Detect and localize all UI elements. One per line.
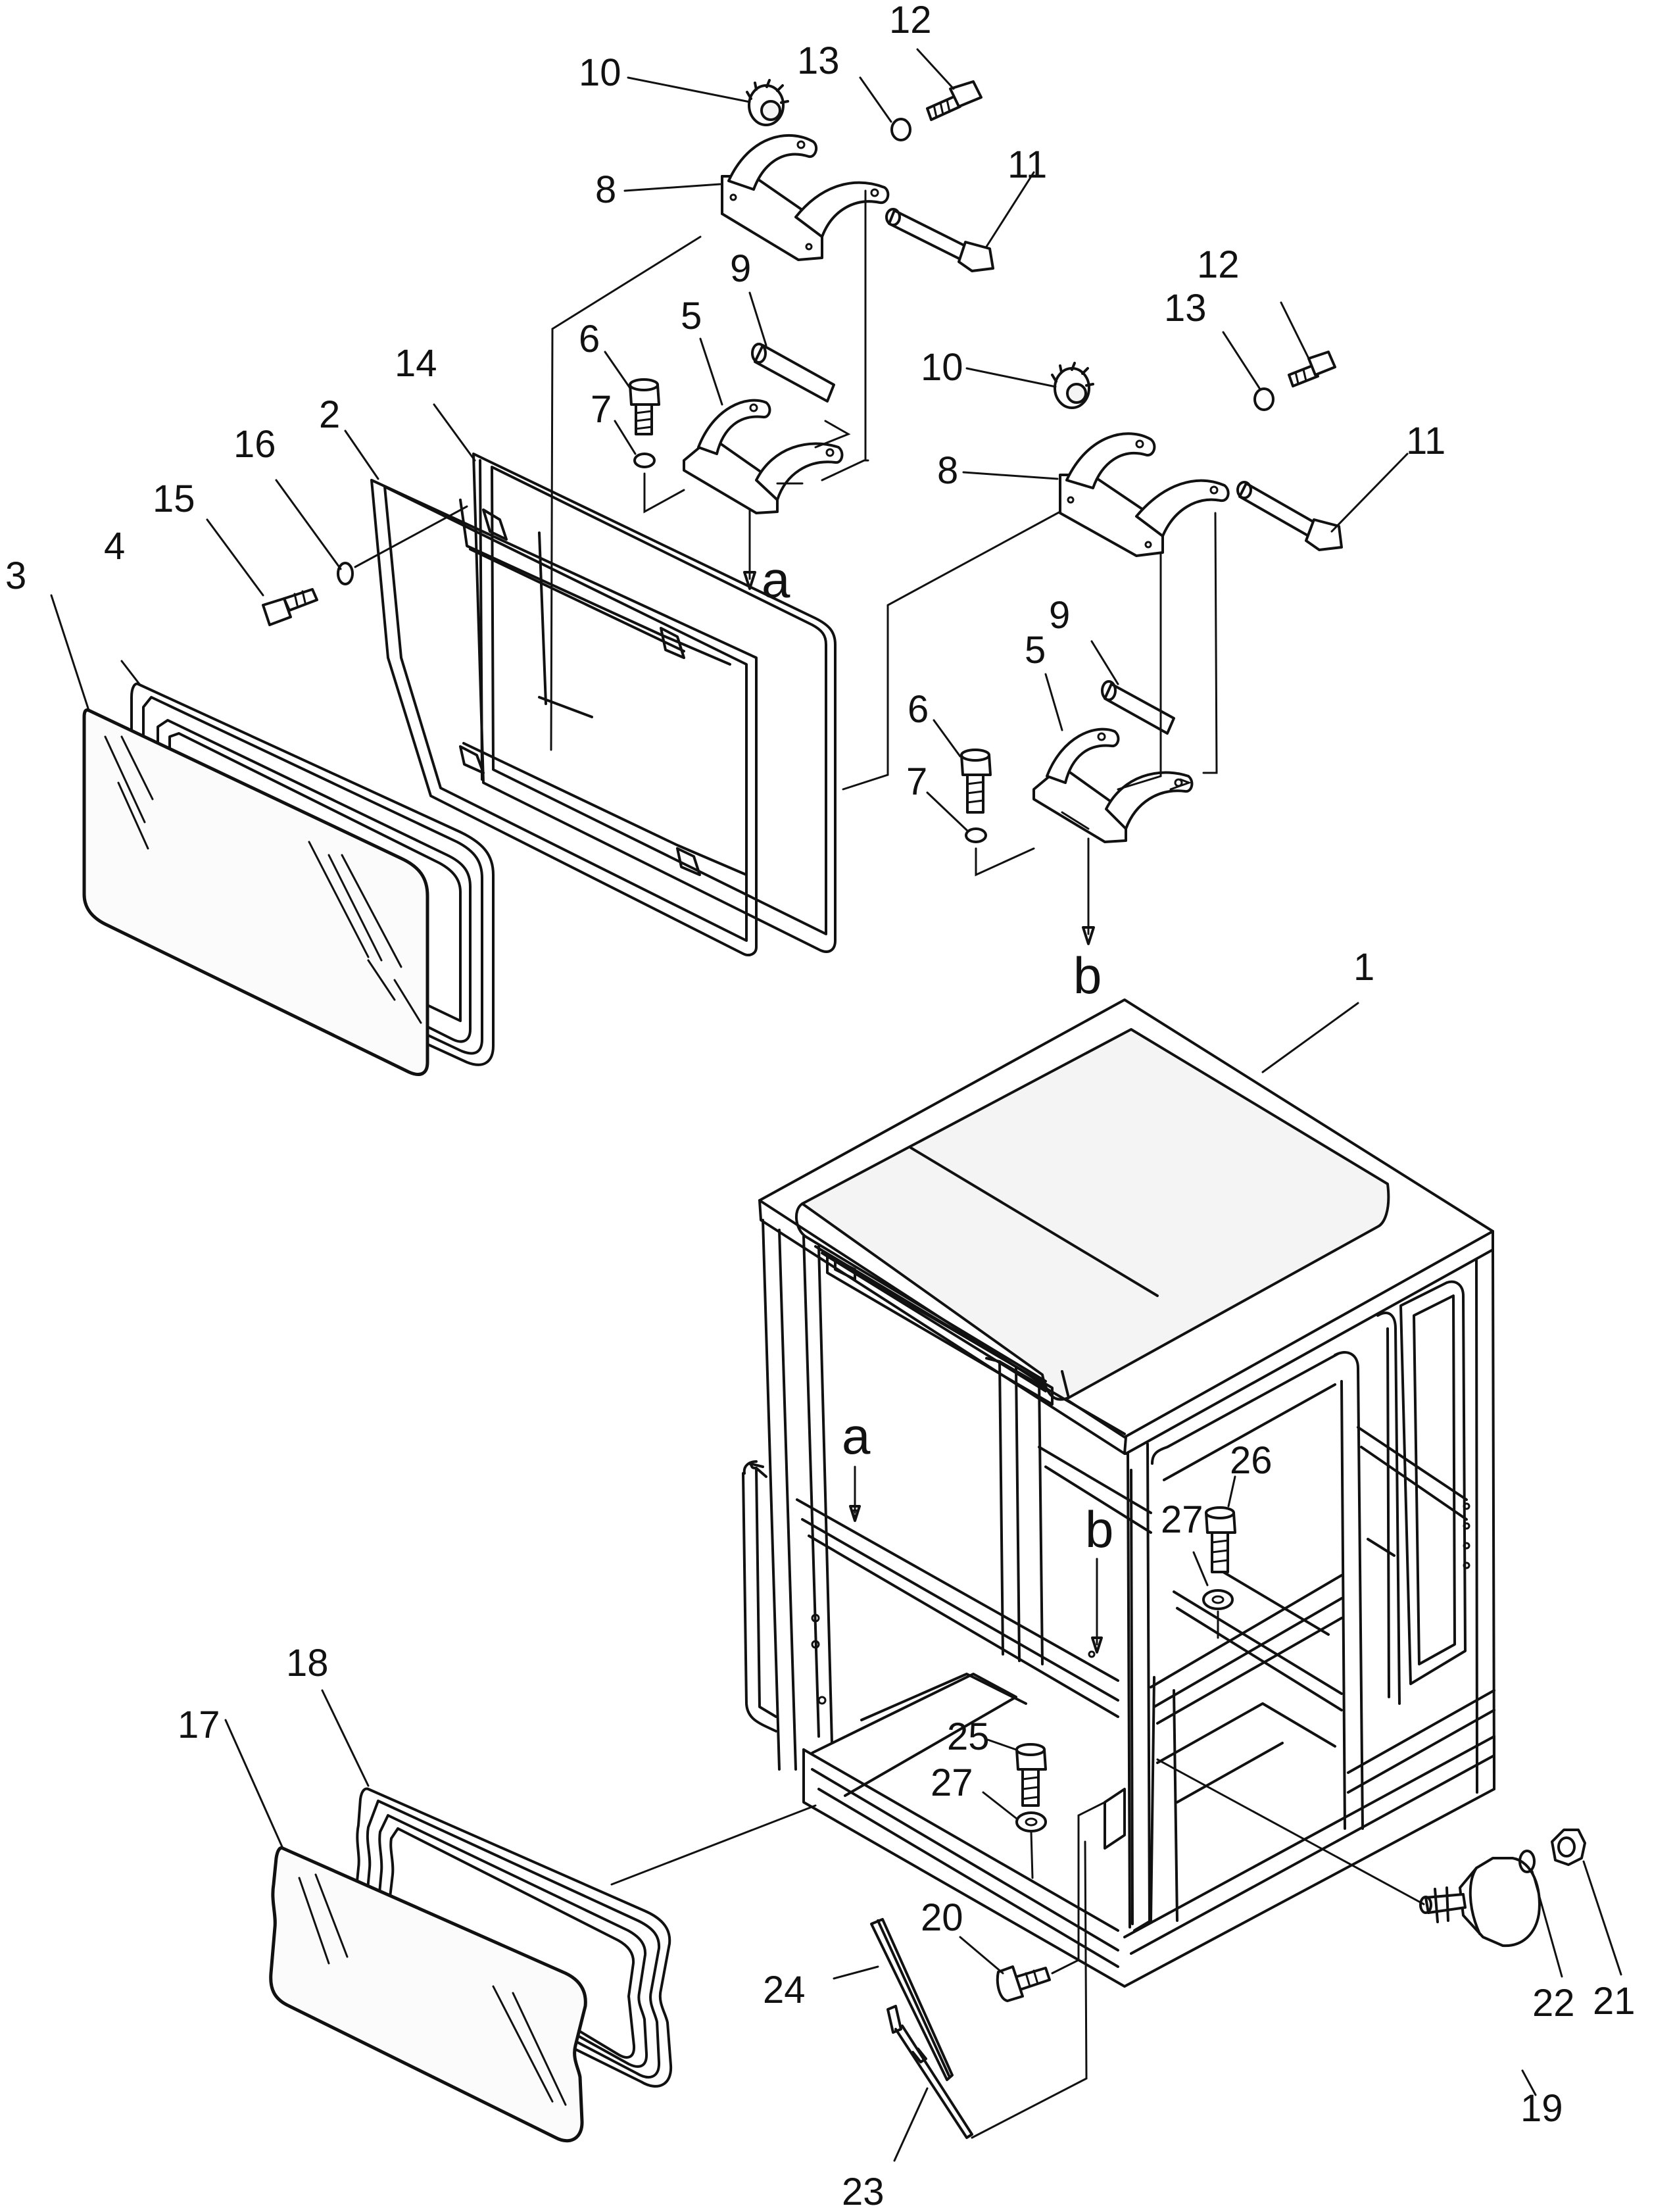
- callout-20: 20: [921, 1896, 963, 1939]
- ref-b-upper: b: [1073, 946, 1102, 1004]
- callout-19: 19: [1520, 2087, 1563, 2130]
- callout-9-lower: 9: [1049, 594, 1070, 637]
- knob-right: [1051, 362, 1094, 409]
- callout-13-upper: 13: [797, 39, 840, 82]
- washer-27-lower: [1015, 1811, 1047, 1832]
- window-glass-3: [82, 708, 429, 1076]
- wiper-arm-23: [886, 2005, 973, 2139]
- window-glass-17: [269, 1846, 587, 2143]
- washer-7-right: [965, 827, 987, 843]
- callout-12-lower: 12: [1197, 243, 1240, 286]
- callout-6-lower: 6: [908, 688, 929, 731]
- callout-23: 23: [842, 2171, 885, 2212]
- ref-a-cab: a: [842, 1407, 871, 1465]
- callout-18: 18: [286, 1642, 329, 1684]
- bolt-20: [996, 1965, 1051, 2002]
- window-seal-14: [472, 453, 837, 953]
- callout-11-upper: 11: [1007, 143, 1047, 186]
- pin-bolt-11-upper: [885, 208, 994, 272]
- washer-13-right: [1253, 387, 1274, 411]
- callout-11-lower: 11: [1406, 420, 1445, 462]
- callout-22: 22: [1532, 1982, 1575, 2025]
- knob-upper: [746, 79, 789, 126]
- callout-3: 3: [5, 554, 26, 597]
- callout-21: 21: [1593, 1980, 1636, 2023]
- bolt-6-right: [960, 749, 992, 814]
- bolt-12-right: [1288, 351, 1336, 387]
- callout-7-upper: 7: [591, 388, 612, 431]
- callout-25: 25: [947, 1715, 990, 1758]
- bolt-6-upper: [629, 378, 660, 435]
- callout-27-lower: 27: [931, 1761, 973, 1804]
- bolt-26: [1205, 1506, 1236, 1573]
- cab-frame-1: [742, 998, 1495, 1988]
- callout-15: 15: [153, 478, 195, 520]
- washer-upper: [890, 118, 911, 141]
- callout-12-top: 12: [889, 0, 932, 41]
- callout-9-upper: 9: [730, 247, 751, 290]
- clamp-bracket-5-right: [1032, 727, 1194, 843]
- callout-14: 14: [395, 342, 437, 385]
- bolt-15: [262, 588, 318, 626]
- hinge-bracket-upper: [721, 134, 890, 261]
- window-frame-2: [370, 479, 758, 956]
- callout-10-lower: 10: [921, 346, 963, 389]
- pin-9-right: [1101, 680, 1175, 735]
- callout-8-lower: 8: [937, 449, 958, 492]
- callout-5-lower: 5: [1025, 629, 1046, 672]
- window-seal-18: [352, 1787, 673, 2088]
- callout-2: 2: [319, 393, 340, 436]
- callout-1: 1: [1353, 946, 1374, 989]
- callout-4: 4: [104, 525, 125, 568]
- hinge-bracket-right: [1059, 432, 1230, 557]
- pin-bolt-11-right: [1236, 481, 1343, 551]
- clamp-bracket-5-upper: [683, 399, 844, 514]
- wiper-motor-19: [1419, 1857, 1541, 1948]
- callout-13-lower: 13: [1164, 287, 1207, 330]
- washer-16: [337, 562, 354, 585]
- washer-7-upper: [633, 453, 656, 468]
- callout-6-upper: 6: [579, 318, 600, 360]
- nut-21: [1551, 1829, 1586, 1866]
- callout-5-upper: 5: [681, 295, 702, 337]
- callout-24: 24: [763, 1969, 806, 2011]
- callout-17: 17: [178, 1704, 220, 1746]
- bolt-12-upper: [926, 80, 983, 121]
- wiper-blade-24: [870, 1918, 954, 2081]
- callout-10-upper: 10: [579, 51, 621, 94]
- callout-27-upper: 27: [1161, 1498, 1203, 1541]
- ref-a-upper: a: [762, 551, 790, 608]
- pin-9-upper: [751, 343, 835, 403]
- callout-8-upper: 8: [595, 168, 616, 211]
- bolt-25: [1015, 1743, 1047, 1807]
- callout-26: 26: [1230, 1439, 1273, 1482]
- washer-27-upper: [1202, 1589, 1234, 1610]
- callout-7-lower: 7: [906, 760, 927, 803]
- callout-16: 16: [233, 423, 276, 466]
- washer-22: [1518, 1850, 1536, 1873]
- ref-b-cab: b: [1085, 1500, 1113, 1558]
